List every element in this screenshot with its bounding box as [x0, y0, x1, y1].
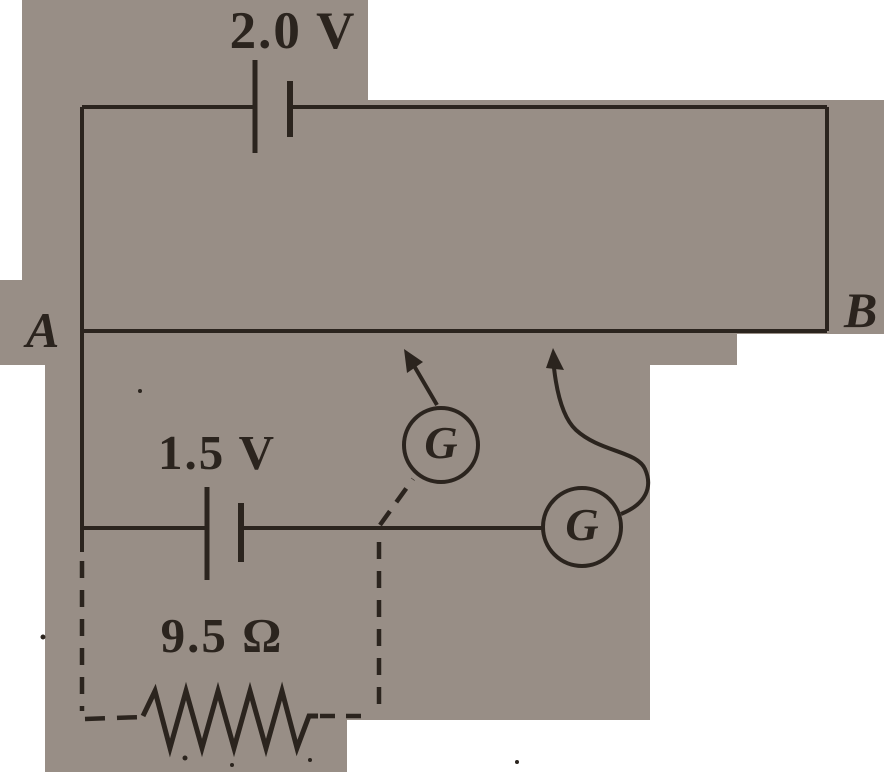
- paper-patch-bottom-block: [45, 700, 347, 772]
- galvanometer-lower-circle: [541, 486, 623, 568]
- ink-speck: [138, 389, 142, 393]
- ink-specks: [40, 389, 519, 767]
- galvanometer-upper-label: G: [424, 417, 458, 469]
- lower-arrow-head-icon: [546, 348, 564, 370]
- lower-arrow-curve: [552, 367, 651, 516]
- upper-arrow-shaft: [411, 362, 439, 407]
- battery-top-voltage-label: 2.0 V: [229, 2, 357, 60]
- ink-speck: [40, 634, 46, 640]
- paper-patch-top-left: [22, 0, 368, 110]
- paper-patch-lower-block: [45, 365, 650, 720]
- upper-arrow-head-icon: [404, 349, 423, 373]
- galvanometer-lower-label: G: [565, 499, 599, 551]
- ink-speck: [230, 763, 234, 767]
- ink-speck: [515, 760, 519, 764]
- resistor-value-label: 9.5 Ω: [160, 608, 284, 663]
- paper-patch-under-wire: [0, 280, 737, 365]
- dashed-diagonal-to-galvanometer: [378, 477, 415, 527]
- ink-speck: [182, 755, 188, 761]
- dashed-horizontal-left: [84, 714, 144, 722]
- wire-end-b-label: B: [844, 282, 878, 338]
- galvanometer-upper-circle: [402, 406, 480, 484]
- ink-speck: [308, 758, 312, 762]
- wire-end-a-label: A: [26, 302, 60, 358]
- battery-lower-voltage-label: 1.5 V: [157, 425, 277, 480]
- resistor-zigzag: [140, 681, 318, 758]
